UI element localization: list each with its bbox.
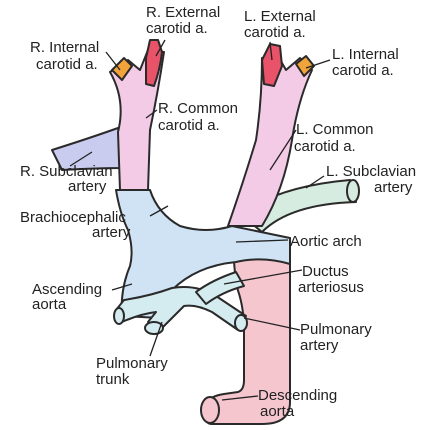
l-external-carotid-label-1: L. External bbox=[244, 8, 316, 25]
r-subclavian-label-2: artery bbox=[68, 178, 107, 195]
l-internal-carotid-label-1: L. Internal bbox=[332, 46, 399, 63]
ascending-aorta-label-2: aorta bbox=[32, 296, 67, 313]
descending-aorta-opening bbox=[201, 397, 219, 423]
pulmonary-trunk-label-2: trunk bbox=[96, 371, 130, 388]
descending-aorta-label-1: Descending bbox=[258, 387, 337, 404]
l-subclavian-label-1: L. Subclavian bbox=[326, 163, 416, 180]
l-common-carotid-label-2: carotid a. bbox=[294, 138, 356, 155]
pulmonary-trunk-label-1: Pulmonary bbox=[96, 355, 168, 372]
r-internal-carotid-leader bbox=[106, 52, 120, 70]
brachiocephalic-label-2: artery bbox=[92, 224, 131, 241]
pulmonary-artery-label-1: Pulmonary bbox=[300, 321, 372, 338]
r-external-carotid-label-1: R. External bbox=[146, 4, 220, 21]
ductus-label-1: Ductus bbox=[302, 263, 349, 280]
pulmonary-artery-label-2: artery bbox=[300, 337, 339, 354]
l-common-carotid-label-1: L. Common bbox=[296, 121, 374, 138]
left-pulmonary-opening bbox=[235, 315, 247, 331]
l-subclavian-label-2: artery bbox=[374, 179, 413, 196]
ductus-label-2: arteriosus bbox=[298, 279, 364, 296]
right-pulmonary-opening bbox=[114, 308, 124, 324]
r-common-carotid-label-2: carotid a. bbox=[158, 117, 220, 134]
r-internal-carotid-label-2: carotid a. bbox=[36, 56, 98, 73]
descending-aorta-label-2: aorta bbox=[260, 403, 295, 420]
l-subclavian-opening bbox=[347, 180, 359, 202]
r-external-carotid-label-2: carotid a. bbox=[146, 20, 208, 37]
l-internal-carotid-label-2: carotid a. bbox=[332, 62, 394, 79]
aortic-arch-label: Aortic arch bbox=[290, 233, 362, 250]
l-external-carotid-label-2: carotid a. bbox=[244, 24, 306, 41]
r-common-carotid-label-1: R. Common bbox=[158, 100, 238, 117]
r-internal-carotid-label-1: R. Internal bbox=[30, 39, 99, 56]
